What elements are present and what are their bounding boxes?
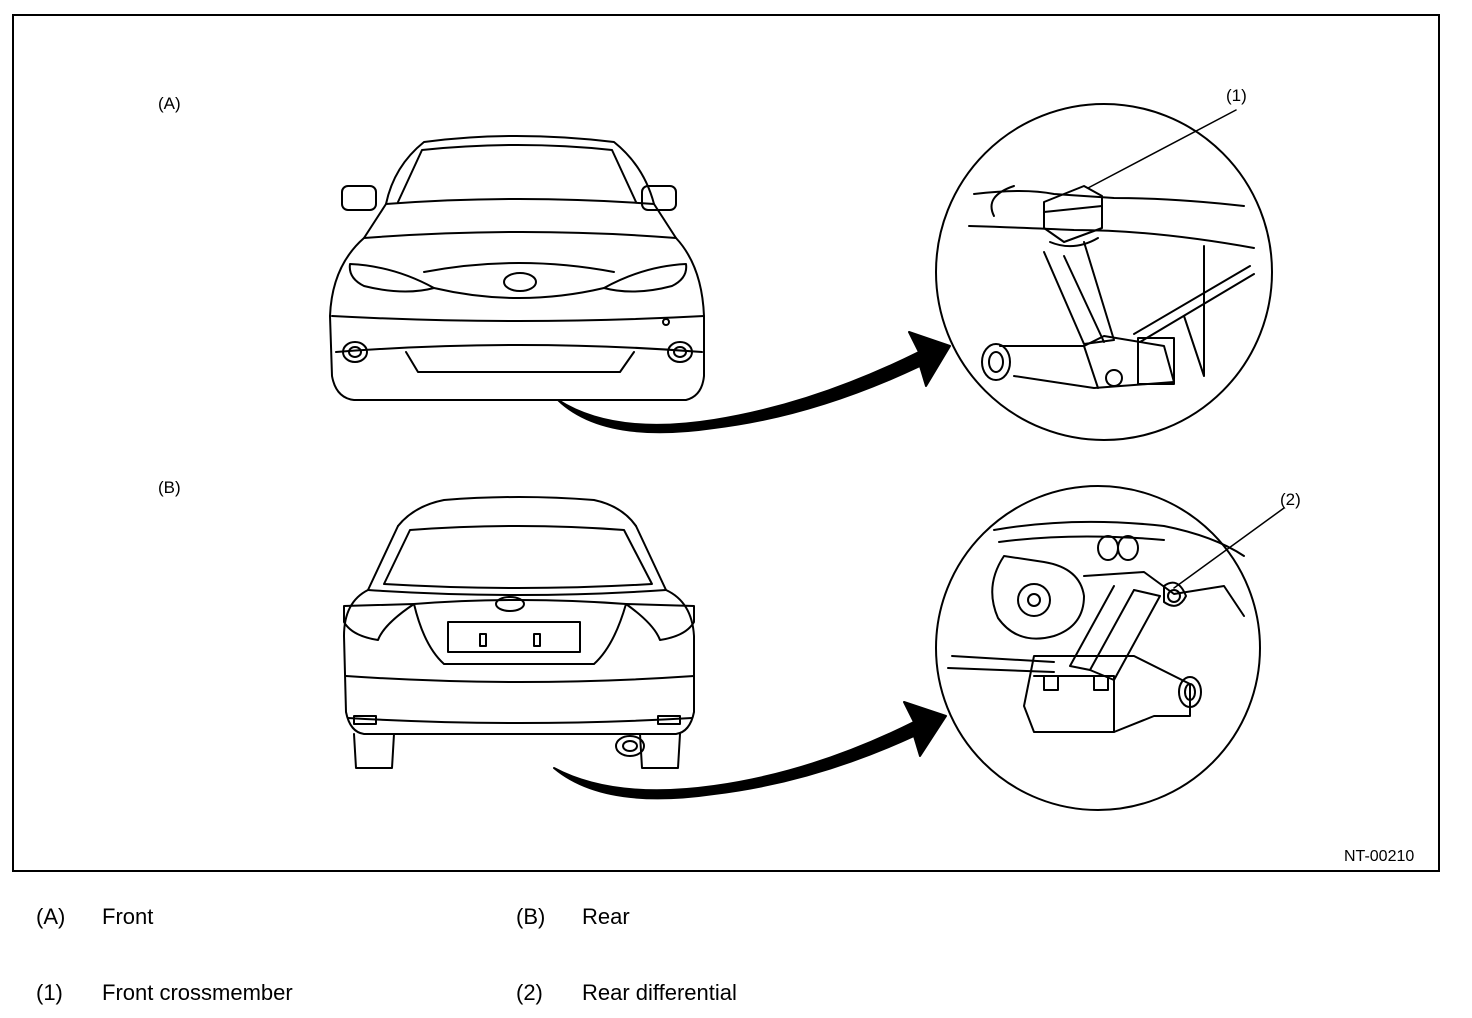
rear-pointer-arrow <box>553 701 947 800</box>
legend-text: Front <box>102 904 154 929</box>
callout-2-label: (2) <box>1280 490 1301 509</box>
callout-1-leader-line <box>1087 109 1237 189</box>
legend-text: Rear <box>582 904 630 929</box>
legend-key: (B) <box>516 904 546 929</box>
legend-key: (2) <box>516 980 543 1005</box>
legend-text: Rear differential <box>582 980 737 1005</box>
callout-2-leader-line <box>1173 507 1285 589</box>
front-jack-detail-circle <box>935 103 1273 441</box>
front-car-illustration <box>329 135 705 401</box>
diagram-illustration <box>329 103 1285 811</box>
legend-key: (A) <box>36 904 66 929</box>
legend-key: (1) <box>36 980 63 1005</box>
rear-car-illustration <box>343 496 695 769</box>
figure-id-label: NT-00210 <box>1344 848 1415 865</box>
legend-text: Front crossmember <box>102 980 293 1005</box>
front-pointer-arrow <box>557 331 951 434</box>
front-section-label: (A) <box>158 94 181 113</box>
callout-1-label: (1) <box>1226 86 1247 105</box>
rear-jack-detail-circle <box>935 485 1261 811</box>
rear-section-label: (B) <box>158 478 181 497</box>
diagram-frame: (A) (B) (1) (2) NT-00210 <box>12 14 1440 872</box>
